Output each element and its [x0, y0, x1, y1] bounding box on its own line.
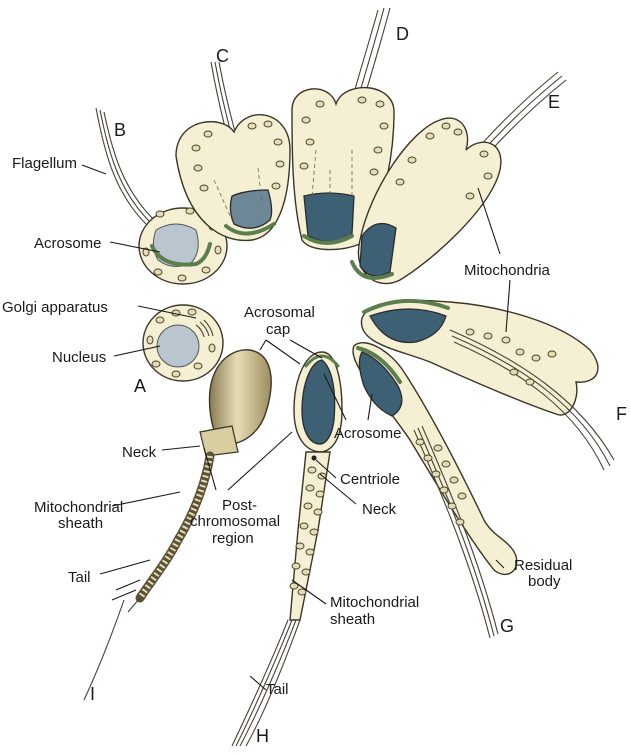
golgi-apparatus	[195, 319, 214, 338]
stage-letter-h: H	[256, 726, 269, 746]
cell-f	[360, 298, 615, 471]
label-centriole: Centriole	[340, 471, 400, 488]
acrosome-f	[362, 298, 450, 314]
stage-letter-f: F	[616, 404, 627, 424]
flagellum-b	[95, 107, 155, 225]
nucleus-d	[303, 192, 355, 243]
acrosome-h	[304, 354, 340, 368]
flagellum-f	[449, 329, 615, 471]
acrosome-b	[150, 242, 212, 267]
stage-letter-c: C	[216, 46, 229, 66]
stage-letter-e: E	[548, 92, 560, 112]
stage-letter-a: A	[134, 376, 146, 396]
label-flagellum: Flagellum	[12, 155, 77, 172]
label-post-chromosomal-1: Post-	[222, 497, 257, 514]
acrosome-c	[224, 222, 276, 236]
label-acrosomal-cap-2: cap	[266, 321, 290, 338]
acrosome-e	[350, 260, 394, 280]
label-mito-sheath-h-1: Mitochondrial	[330, 594, 419, 611]
sheath-rings	[137, 455, 213, 600]
nucleus-c	[229, 189, 273, 229]
label-post-chromosomal-3: region	[212, 530, 254, 547]
labels: Flagellum Acrosome Golgi apparatus Nucle…	[2, 155, 572, 698]
sperm-i	[83, 349, 272, 701]
label-post-chromosomal-2: chromosomal	[190, 513, 280, 530]
acrosome-g	[356, 346, 402, 384]
sperm-neck	[199, 425, 239, 457]
label-residual-body-2: body	[528, 573, 561, 590]
stage-letter-g: G	[500, 616, 514, 636]
stage-letter-d: D	[396, 24, 409, 44]
label-mitochondria: Mitochondria	[464, 262, 551, 279]
label-acrosome-h: Acrosome	[334, 425, 402, 442]
label-nucleus: Nucleus	[52, 349, 106, 366]
label-golgi-apparatus: Golgi apparatus	[2, 299, 108, 316]
label-tail-h: Tail	[266, 681, 289, 698]
centriole	[311, 455, 317, 461]
cell-g	[352, 342, 518, 639]
nucleus-b	[152, 223, 199, 267]
tail-i	[83, 599, 125, 701]
nucleus-e	[359, 222, 397, 277]
label-mito-sheath-i-2: sheath	[58, 515, 103, 532]
nucleus-a	[156, 324, 200, 368]
stage-letter-b: B	[114, 120, 126, 140]
label-tail-i: Tail	[68, 569, 91, 586]
leader-lines	[81, 164, 511, 691]
cell-a	[142, 304, 224, 382]
tail-break	[111, 579, 141, 601]
flagellum-h	[231, 619, 301, 747]
label-mito-sheath-h-2: sheath	[330, 611, 375, 628]
label-residual-body-1: Residual	[514, 557, 572, 574]
cell-e	[350, 71, 567, 285]
label-neck-i: Neck	[122, 444, 157, 461]
label-neck-h: Neck	[362, 501, 397, 518]
stage-letter-i: I	[90, 684, 95, 704]
label-mito-sheath-i-1: Mitochondrial	[34, 499, 123, 516]
label-acrosome-b: Acrosome	[34, 235, 102, 252]
nucleus-f	[369, 308, 447, 344]
cell-h	[231, 351, 343, 747]
acrosome-d	[302, 234, 354, 245]
nucleus-g	[358, 351, 403, 417]
stage-letters: A B C D E F G H I	[90, 24, 627, 746]
label-acrosomal-cap-1: Acrosomal	[244, 304, 315, 321]
cell-c	[175, 61, 291, 242]
cell-b	[95, 107, 228, 285]
